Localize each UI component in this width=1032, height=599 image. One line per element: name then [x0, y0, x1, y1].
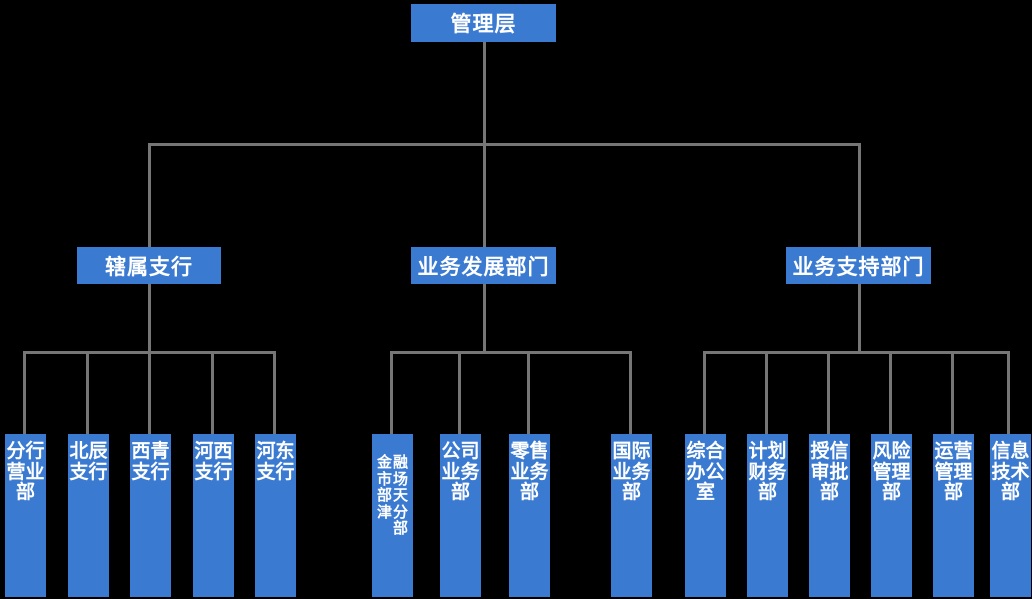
node-hexi-branch[interactable]: 河西支行 [193, 434, 234, 597]
connector-branch-drop-1 [23, 351, 26, 435]
node-general-office[interactable]: 综合办公室 [685, 434, 726, 597]
connector-tier2-bus [148, 143, 861, 146]
leaf-label-columns: 融场天分部 金市部津 [372, 454, 413, 537]
leaf-label: 北辰支行 [69, 440, 108, 483]
connector-bussup-drop-3 [827, 351, 830, 435]
leaf-label: 授信审批部 [810, 440, 849, 504]
node-business-development[interactable]: 业务发展部门 [411, 247, 556, 284]
node-financial-markets-tianjin-branch[interactable]: 融场天分部 金市部津 [372, 434, 413, 597]
leaf-label: 信息技术部 [991, 440, 1030, 504]
connector-bussup-bus [703, 351, 1010, 354]
node-risk-management-dept[interactable]: 风险管理部 [871, 434, 912, 597]
connector-bussup-drop-6 [1007, 351, 1010, 435]
connector-bussup-drop-4 [889, 351, 892, 435]
leaf-label: 计划财务部 [748, 440, 787, 504]
connector-drop-business-development [483, 143, 486, 248]
node-management-level[interactable]: 管理层 [411, 4, 556, 42]
node-hedong-branch[interactable]: 河东支行 [255, 434, 296, 597]
connector-bussup-drop-5 [951, 351, 954, 435]
node-xiqing-branch[interactable]: 西青支行 [130, 434, 171, 597]
node-information-technology-dept[interactable]: 信息技术部 [990, 434, 1031, 597]
leaf-label: 国际业务部 [612, 440, 651, 504]
leaf-label: 西青支行 [131, 440, 170, 483]
connector-busdev-bus [390, 351, 630, 354]
connector-branches-stem [148, 284, 151, 352]
node-corporate-business-dept[interactable]: 公司业务部 [440, 434, 481, 597]
connector-branch-drop-3 [148, 351, 151, 435]
node-retail-business-dept[interactable]: 零售业务部 [509, 434, 550, 597]
connector-bussup-drop-1 [703, 351, 706, 435]
connector-busdev-drop-2 [458, 351, 461, 435]
leaf-label: 风险管理部 [872, 440, 911, 504]
connector-drop-branches [148, 143, 151, 248]
connector-root-stem [483, 42, 486, 144]
node-affiliated-branches[interactable]: 辖属支行 [77, 247, 221, 284]
node-planning-finance-dept[interactable]: 计划财务部 [747, 434, 788, 597]
connector-branch-drop-2 [86, 351, 89, 435]
connector-busdev-stem [483, 284, 486, 352]
node-beichen-branch[interactable]: 北辰支行 [68, 434, 109, 597]
connector-busdev-drop-4 [629, 351, 632, 435]
connector-bussup-drop-2 [765, 351, 768, 435]
leaf-label-col-right: 融场天分部 [392, 453, 408, 537]
leaf-label: 河东支行 [256, 440, 295, 483]
connector-branch-drop-5 [273, 351, 276, 435]
connector-drop-business-support [858, 143, 861, 248]
node-international-business-dept[interactable]: 国际业务部 [611, 434, 652, 597]
connector-branch-drop-4 [211, 351, 214, 435]
connector-busdev-drop-1 [390, 351, 393, 435]
leaf-label: 河西支行 [194, 440, 233, 483]
node-operations-management-dept[interactable]: 运营管理部 [933, 434, 974, 597]
connector-busdev-drop-3 [527, 351, 530, 435]
leaf-label: 分行营业部 [6, 440, 45, 504]
node-branch-operations-dept[interactable]: 分行营业部 [5, 434, 46, 597]
node-credit-approval-dept[interactable]: 授信审批部 [809, 434, 850, 597]
leaf-label-col-left: 金市部津 [376, 453, 392, 521]
leaf-label: 零售业务部 [510, 440, 549, 504]
node-business-support[interactable]: 业务支持部门 [786, 247, 931, 284]
connector-bussup-stem [858, 284, 861, 352]
leaf-label: 公司业务部 [441, 440, 480, 504]
leaf-label: 运营管理部 [934, 440, 973, 504]
leaf-label: 综合办公室 [686, 440, 725, 504]
